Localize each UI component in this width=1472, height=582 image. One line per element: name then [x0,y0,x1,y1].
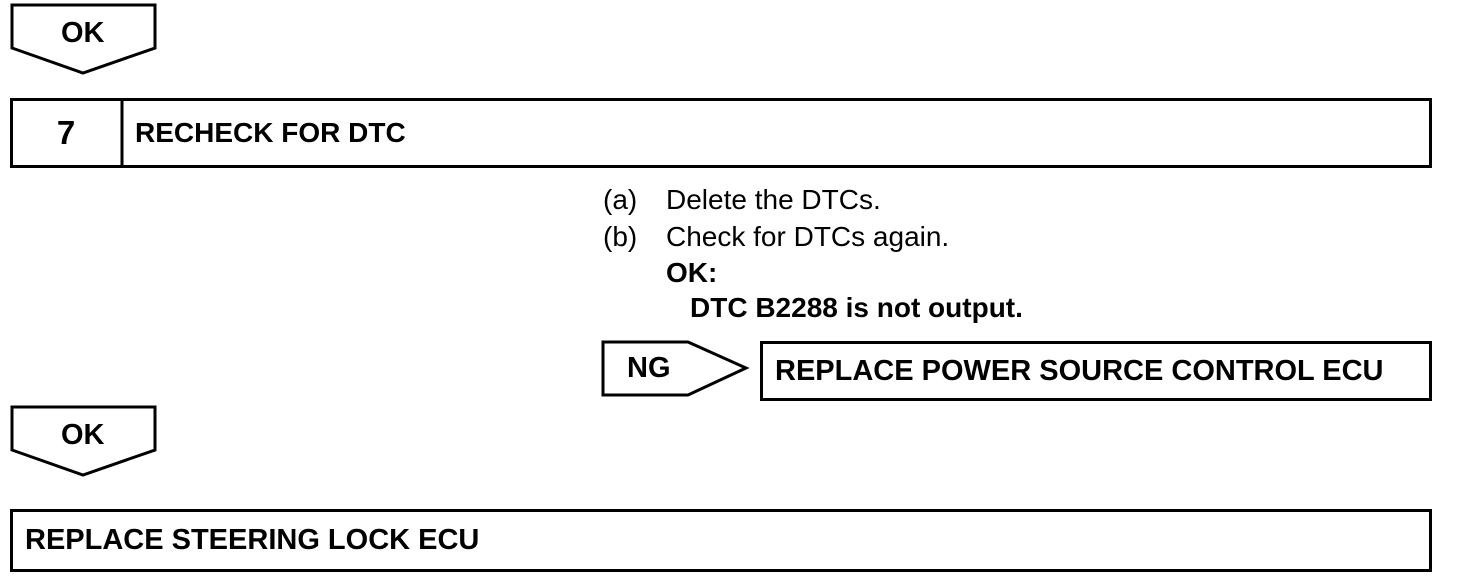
instruction-a: (a) Delete the DTCs. [603,186,881,214]
ok-flow-marker-top: OK [0,0,170,80]
ng-label: NG [627,352,671,384]
ok-label-bottom: OK [61,419,105,451]
ok-result-text: DTC B2288 is not output. [690,292,1023,323]
down-arrow-pentagon-icon [10,405,157,477]
ng-action-box: REPLACE POWER SOURCE CONTROL ECU [760,341,1432,401]
instruction-letter: (a) [603,184,638,215]
step-row: 7 RECHECK FOR DTC [10,98,1432,168]
step-title: RECHECK FOR DTC [135,117,406,148]
final-action-box: REPLACE STEERING LOCK ECU [10,509,1432,572]
ok-result-label: OK: [666,257,718,288]
instruction-letter: (b) [603,221,638,252]
ok-flow-marker-bottom: OK [0,402,170,482]
instruction-text: Check for DTCs again. [666,221,950,252]
step-number: 7 [56,114,76,151]
down-arrow-pentagon-icon [10,3,157,75]
right-arrow-pentagon-icon [601,340,750,397]
step-row-frame [10,98,1432,168]
ng-flow-marker: NG [595,335,760,405]
ok-label-top: OK [61,17,105,49]
instruction-b: (b) Check for DTCs again. [603,223,949,251]
instruction-text: Delete the DTCs. [666,184,881,215]
